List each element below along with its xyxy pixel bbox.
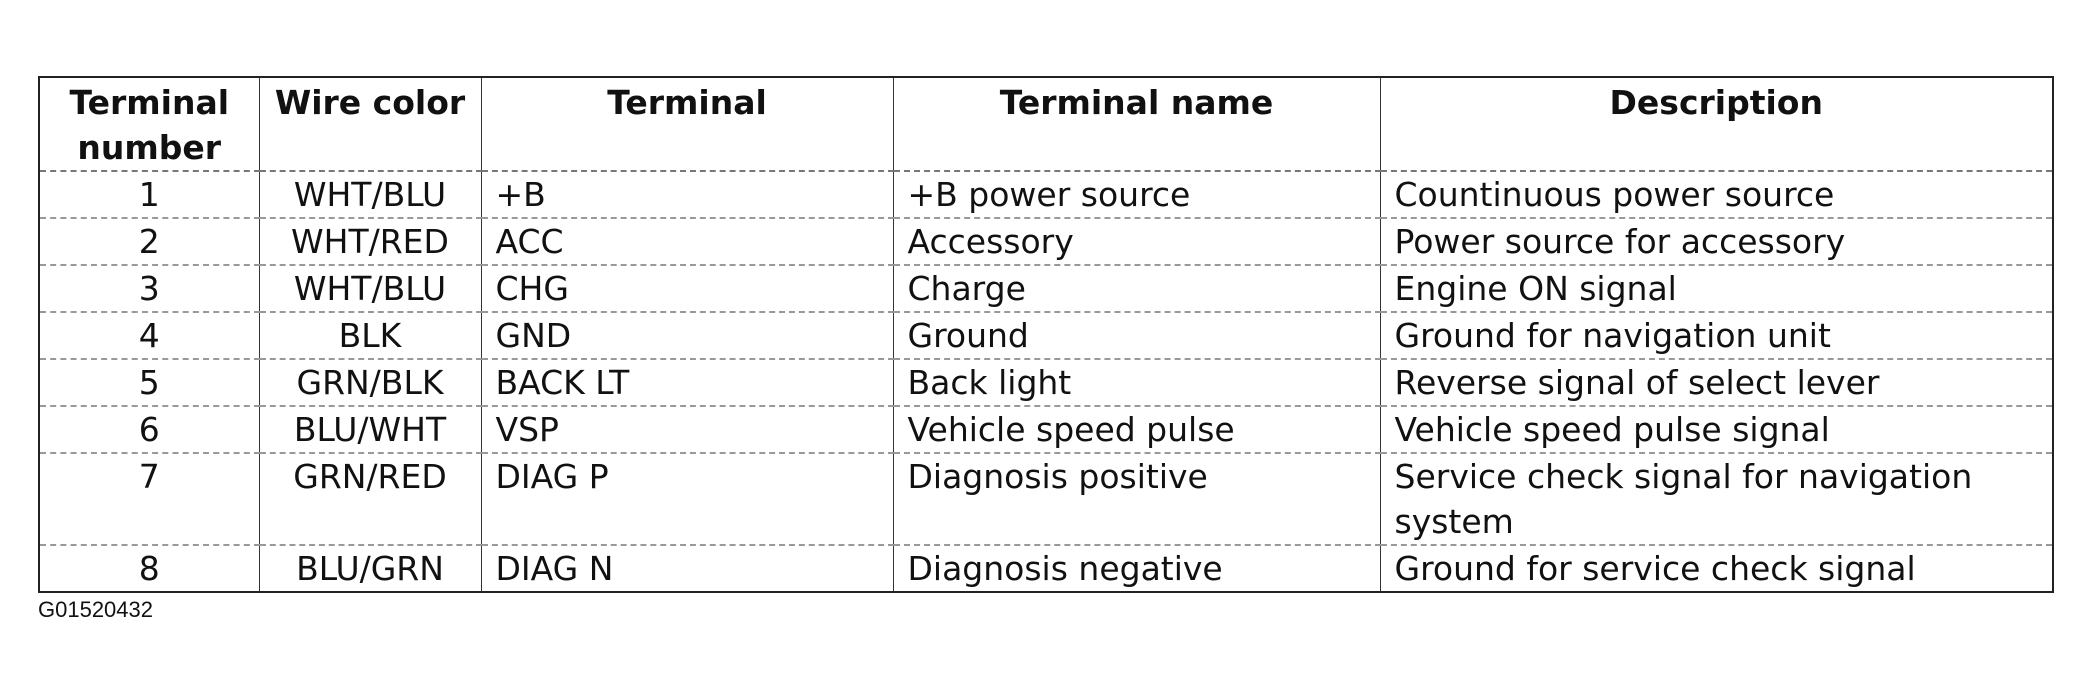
cell-terminal-name: Charge — [892, 265, 1381, 313]
cell-description: Vehicle speed pulse signal — [1379, 406, 2054, 454]
cell-terminal: VSP — [480, 406, 894, 454]
table-row: 6 BLU/WHT VSP Vehicle speed pulse Vehicl… — [38, 406, 2054, 454]
cell-terminal-name: Diagnosis negative — [892, 545, 1381, 592]
cell-wire-color: WHT/BLU — [258, 265, 482, 313]
cell-terminal-number: 4 — [38, 312, 260, 360]
table-row: 7 GRN/RED DIAG P Diagnosis positive Serv… — [38, 453, 2054, 546]
cell-wire-color: GRN/RED — [258, 453, 482, 546]
cell-terminal-name: +B power source — [892, 171, 1381, 219]
cell-wire-color: WHT/BLU — [258, 171, 482, 219]
cell-wire-color: WHT/RED — [258, 218, 482, 266]
cell-terminal-number: 5 — [38, 359, 260, 407]
table-header-row: Terminal number Wire color Terminal Term… — [38, 77, 2054, 172]
cell-terminal-name: Back light — [892, 359, 1381, 407]
cell-wire-color: BLU/GRN — [258, 545, 482, 592]
cell-terminal: +B — [480, 171, 894, 219]
terminal-table: Terminal number Wire color Terminal Term… — [38, 76, 2054, 593]
header-terminal-name: Terminal name — [892, 77, 1381, 172]
cell-terminal-number: 2 — [38, 218, 260, 266]
header-description: Description — [1379, 77, 2054, 172]
table-row: 4 BLK GND Ground Ground for navigation u… — [38, 312, 2054, 360]
figure-id: G01520432 — [38, 597, 153, 622]
cell-terminal: BACK LT — [480, 359, 894, 407]
cell-terminal-number: 1 — [38, 171, 260, 219]
header-wire-color: Wire color — [258, 77, 482, 172]
table-row: 2 WHT/RED ACC Accessory Power source for… — [38, 218, 2054, 266]
cell-terminal: CHG — [480, 265, 894, 313]
cell-terminal: DIAG N — [480, 545, 894, 592]
cell-terminal-name: Accessory — [892, 218, 1381, 266]
cell-terminal-number: 3 — [38, 265, 260, 313]
cell-terminal-number: 6 — [38, 406, 260, 454]
cell-wire-color: BLU/WHT — [258, 406, 482, 454]
cell-description: Countinuous power source — [1379, 171, 2054, 219]
table-row: 5 GRN/BLK BACK LT Back light Reverse sig… — [38, 359, 2054, 407]
cell-terminal: GND — [480, 312, 894, 360]
cell-terminal-name: Vehicle speed pulse — [892, 406, 1381, 454]
cell-terminal: ACC — [480, 218, 894, 266]
header-terminal-number: Terminal number — [38, 77, 260, 172]
table-row: 1 WHT/BLU +B +B power source Countinuous… — [38, 171, 2054, 219]
table-row: 8 BLU/GRN DIAG N Diagnosis negative Grou… — [38, 545, 2054, 592]
cell-description: Engine ON signal — [1379, 265, 2054, 313]
cell-description: Power source for accessory — [1379, 218, 2054, 266]
cell-terminal-number: 7 — [38, 453, 260, 546]
table-row: 3 WHT/BLU CHG Charge Engine ON signal — [38, 265, 2054, 313]
cell-wire-color: GRN/BLK — [258, 359, 482, 407]
cell-description: Ground for navigation unit — [1379, 312, 2054, 360]
cell-description: Service check signal for navigation syst… — [1379, 453, 2054, 546]
cell-terminal: DIAG P — [480, 453, 894, 546]
cell-terminal-name: Diagnosis positive — [892, 453, 1381, 546]
cell-description: Reverse signal of select lever — [1379, 359, 2054, 407]
cell-terminal-number: 8 — [38, 545, 260, 592]
cell-terminal-name: Ground — [892, 312, 1381, 360]
cell-wire-color: BLK — [258, 312, 482, 360]
header-terminal: Terminal — [480, 77, 894, 172]
cell-description: Ground for service check signal — [1379, 545, 2054, 592]
